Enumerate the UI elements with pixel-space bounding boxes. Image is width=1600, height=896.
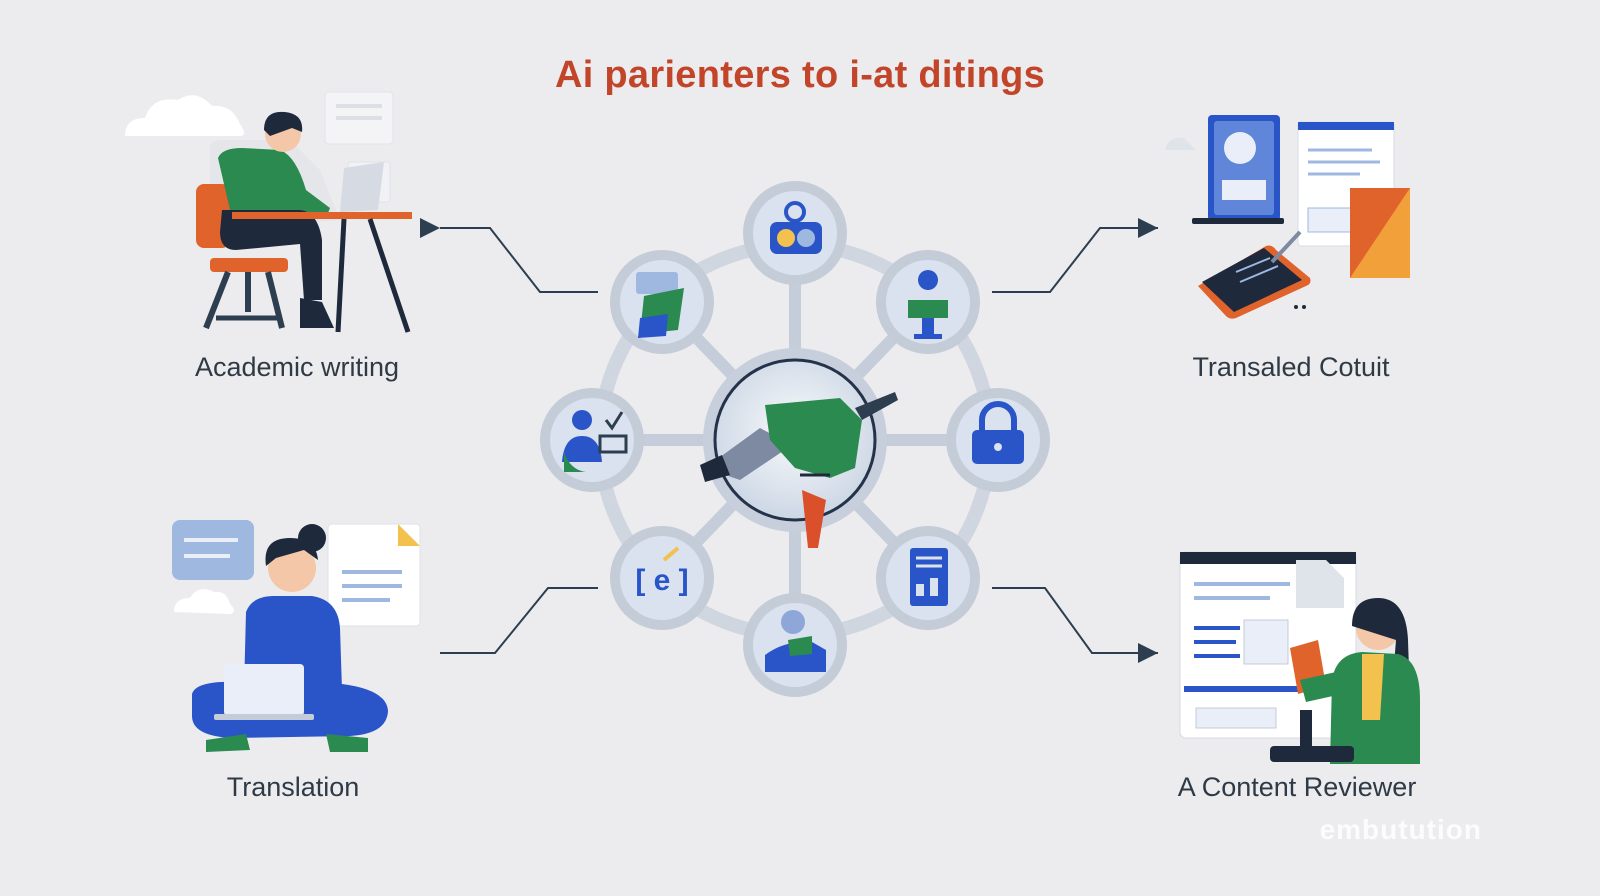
content-reviewer-illustration <box>1179 551 1420 764</box>
hand-support-icon <box>743 593 847 697</box>
document-stack-icon <box>610 250 714 354</box>
connector-top-left <box>420 218 598 293</box>
caption-content-reviewer: A Content Reviewer <box>1177 772 1417 802</box>
camera-toggle-icon <box>743 181 847 285</box>
translation-illustration <box>172 520 421 752</box>
code-brackets-icon: [ e ] <box>610 526 714 630</box>
connector-bottom-left <box>440 587 598 654</box>
connector-top-right <box>992 218 1158 293</box>
page-title: Ai parienters to i-at ditings <box>554 54 1046 96</box>
report-document-icon <box>876 526 980 630</box>
svg-text:[ e ]: [ e ] <box>635 564 688 597</box>
academic-writing-illustration <box>125 91 412 333</box>
caption-translation: Translation <box>226 772 360 802</box>
watermark: embutution <box>1319 814 1482 845</box>
lock-icon <box>946 388 1050 492</box>
user-checklist-icon <box>540 388 644 492</box>
connectors <box>420 218 1158 663</box>
ai-assistant-pen-icon <box>700 348 898 548</box>
caption-translated-content: Transaled Cotuit <box>1192 352 1390 382</box>
connector-bottom-right <box>992 587 1158 663</box>
caption-academic-writing: Academic writing <box>194 352 400 382</box>
presenter-icon <box>876 250 980 354</box>
hub-network: [ e ] <box>540 181 1050 697</box>
translated-content-illustration <box>1165 115 1410 319</box>
